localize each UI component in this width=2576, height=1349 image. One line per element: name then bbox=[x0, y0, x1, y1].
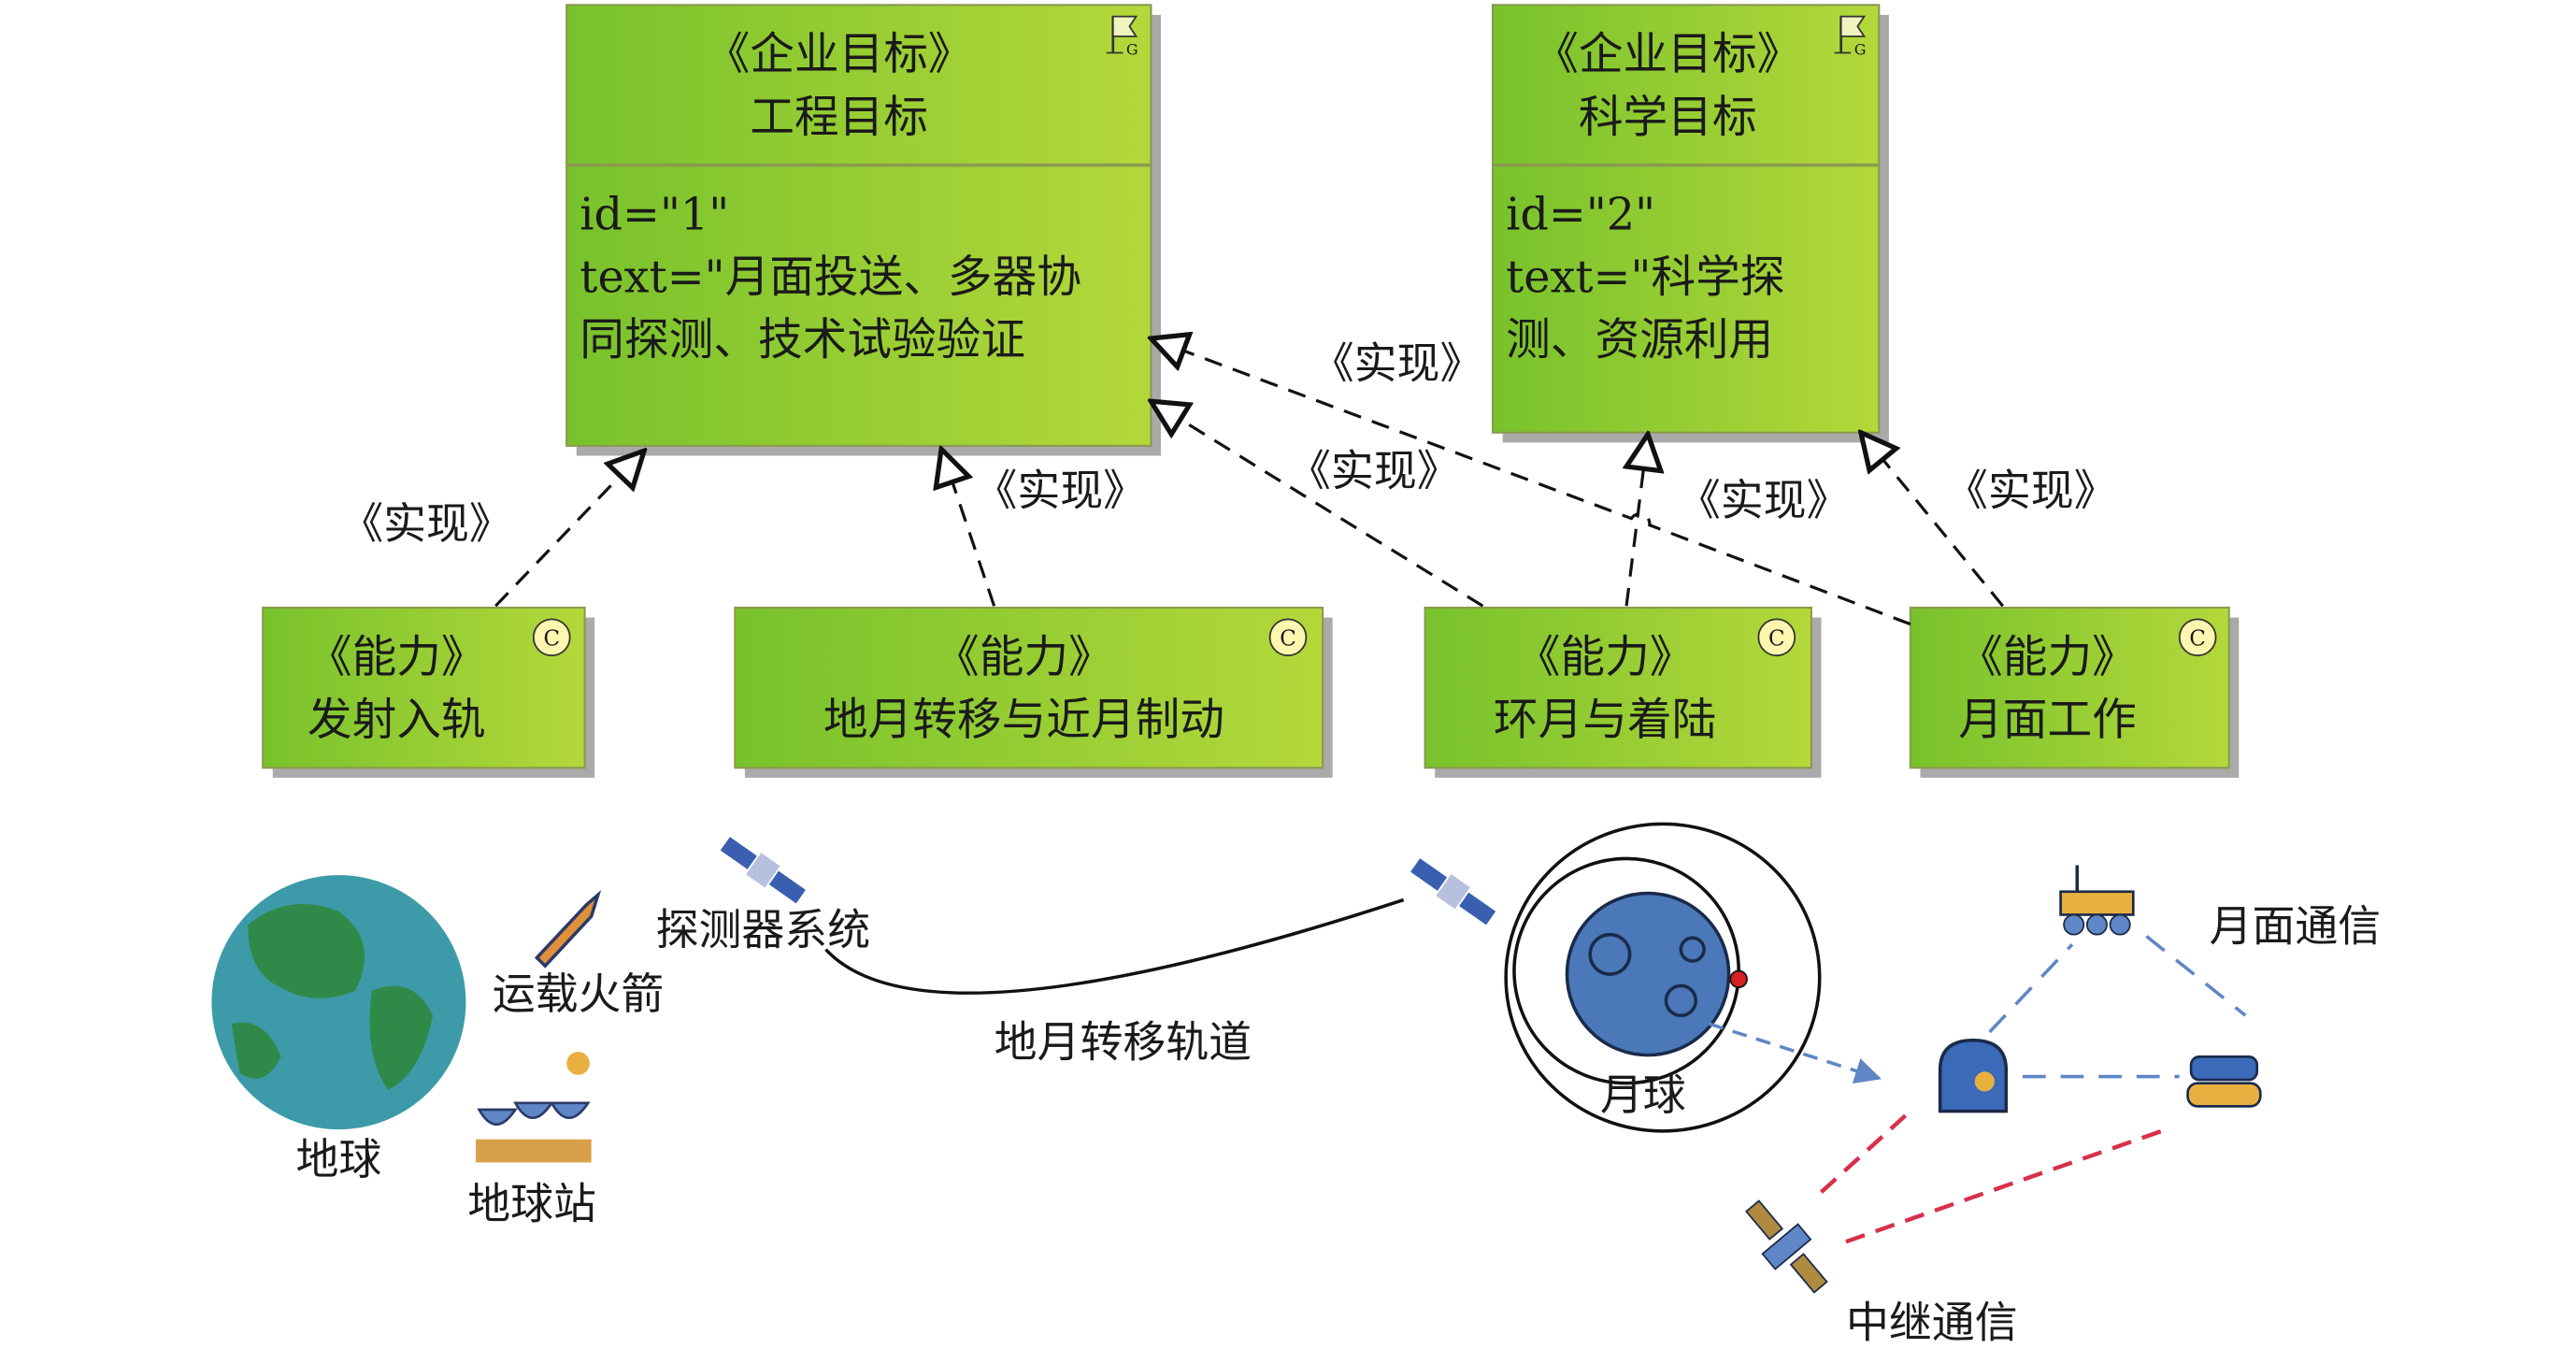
capability-box-transfer[interactable]: 《能力》 地月转移与近月制动 C bbox=[734, 606, 1333, 778]
capability-stereotype: 《能力》 bbox=[935, 632, 1113, 683]
svg-text:C: C bbox=[2189, 627, 2206, 652]
goal-text: text="月面投送、多器协 bbox=[580, 252, 1081, 304]
capability-c-icon: C bbox=[532, 618, 571, 657]
rocket-label: 运载火箭 bbox=[493, 969, 665, 1019]
goal-box-science[interactable]: 《企业目标》 科学目标 id="2" text="科学探 测、资源利用 G bbox=[1491, 4, 1889, 443]
surface-comm-label: 月面通信 bbox=[2210, 901, 2382, 952]
lunar-satellite-icon bbox=[1410, 858, 1496, 926]
capability-name: 月面工作 bbox=[1958, 695, 2137, 746]
goal-text-cont: 测、资源利用 bbox=[1506, 315, 1773, 366]
capability-c-icon: C bbox=[1268, 618, 1308, 657]
capability-stereotype: 《能力》 bbox=[1516, 632, 1695, 683]
realization-arrow bbox=[1861, 433, 2005, 608]
goal-name: 科学目标 bbox=[1579, 92, 1757, 143]
svg-text:C: C bbox=[543, 627, 560, 652]
svg-text:G: G bbox=[1854, 40, 1867, 58]
moon-icon bbox=[1565, 891, 1731, 1057]
descent-arrow bbox=[1708, 1022, 1882, 1084]
surface-links bbox=[1988, 935, 2247, 1079]
transfer-trajectory bbox=[824, 897, 1405, 995]
goal-id: id="2" bbox=[1506, 190, 1655, 241]
capability-stereotype: 《能力》 bbox=[1958, 632, 2137, 683]
capability-name: 地月转移与近月制动 bbox=[823, 695, 1224, 746]
realization-label: 《实现》 bbox=[1288, 445, 1460, 495]
capability-c-icon: C bbox=[1757, 618, 1796, 657]
realization-arrow bbox=[494, 451, 644, 608]
goal-stereotype: 《企业目标》 bbox=[1534, 29, 1801, 80]
capability-box-orbit-landing[interactable]: 《能力》 环月与着陆 C bbox=[1424, 606, 1822, 778]
goal-name: 工程目标 bbox=[750, 92, 928, 143]
realization-arrow bbox=[1626, 435, 1648, 607]
goal-text-cont: 同探测、技术试验验证 bbox=[580, 315, 1025, 366]
realization-label: 《实现》 bbox=[340, 498, 512, 549]
realization-arrow bbox=[1151, 338, 1911, 626]
goal-stereotype: 《企业目标》 bbox=[706, 29, 973, 80]
relay-satellite-icon bbox=[1745, 1199, 1828, 1294]
capability-name: 环月与着陆 bbox=[1494, 695, 1716, 746]
goal-text: text="科学探 bbox=[1506, 252, 1784, 304]
probe-label: 探测器系统 bbox=[656, 904, 871, 954]
rocket-icon bbox=[534, 889, 602, 969]
lander-icon bbox=[1938, 1038, 2009, 1113]
earth-icon bbox=[211, 875, 466, 1130]
goal-flag-icon: G bbox=[1106, 15, 1138, 58]
realization-label: 《实现》 bbox=[974, 465, 1146, 515]
realization-label: 《实现》 bbox=[1945, 465, 2117, 515]
moon-label: 月球 bbox=[1600, 1069, 1686, 1120]
goal-flag-icon: G bbox=[1834, 15, 1867, 58]
goal-id: id="1" bbox=[580, 190, 729, 241]
tracked-rover-icon bbox=[2186, 1055, 2262, 1108]
relay-comm-label: 中继通信 bbox=[1846, 1298, 2018, 1348]
capability-box-launch[interactable]: 《能力》 发射入轨 C bbox=[262, 606, 595, 778]
ground-station-label: 地球站 bbox=[467, 1178, 596, 1228]
svg-text:C: C bbox=[1768, 627, 1785, 652]
trajectory-label: 地月转移轨道 bbox=[995, 1016, 1252, 1067]
realization-links: 《实现》 《实现》 《实现》 《实现》 《实现》 《实现》 bbox=[340, 337, 2117, 626]
rover-icon bbox=[2059, 865, 2135, 936]
capability-stereotype: 《能力》 bbox=[308, 632, 486, 683]
earth-label: 地球 bbox=[296, 1134, 382, 1184]
realization-label: 《实现》 bbox=[1311, 337, 1483, 388]
ground-station-icon bbox=[476, 1052, 592, 1163]
lander-position-dot bbox=[1729, 969, 1748, 989]
realization-arrow bbox=[1151, 401, 1484, 608]
realization-label: 《实现》 bbox=[1678, 475, 1850, 525]
capability-box-surface-work[interactable]: 《能力》 月面工作 C bbox=[1909, 606, 2240, 778]
capability-name: 发射入轨 bbox=[308, 695, 486, 746]
goal-box-engineering[interactable]: 《企业目标》 工程目标 id="1" text="月面投送、多器协 同探测、技术… bbox=[565, 4, 1162, 456]
svg-text:G: G bbox=[1126, 40, 1138, 58]
capability-c-icon: C bbox=[2178, 618, 2217, 657]
probe-satellite-icon bbox=[720, 837, 806, 904]
svg-text:C: C bbox=[1280, 627, 1296, 652]
relay-links bbox=[1820, 1108, 2172, 1244]
